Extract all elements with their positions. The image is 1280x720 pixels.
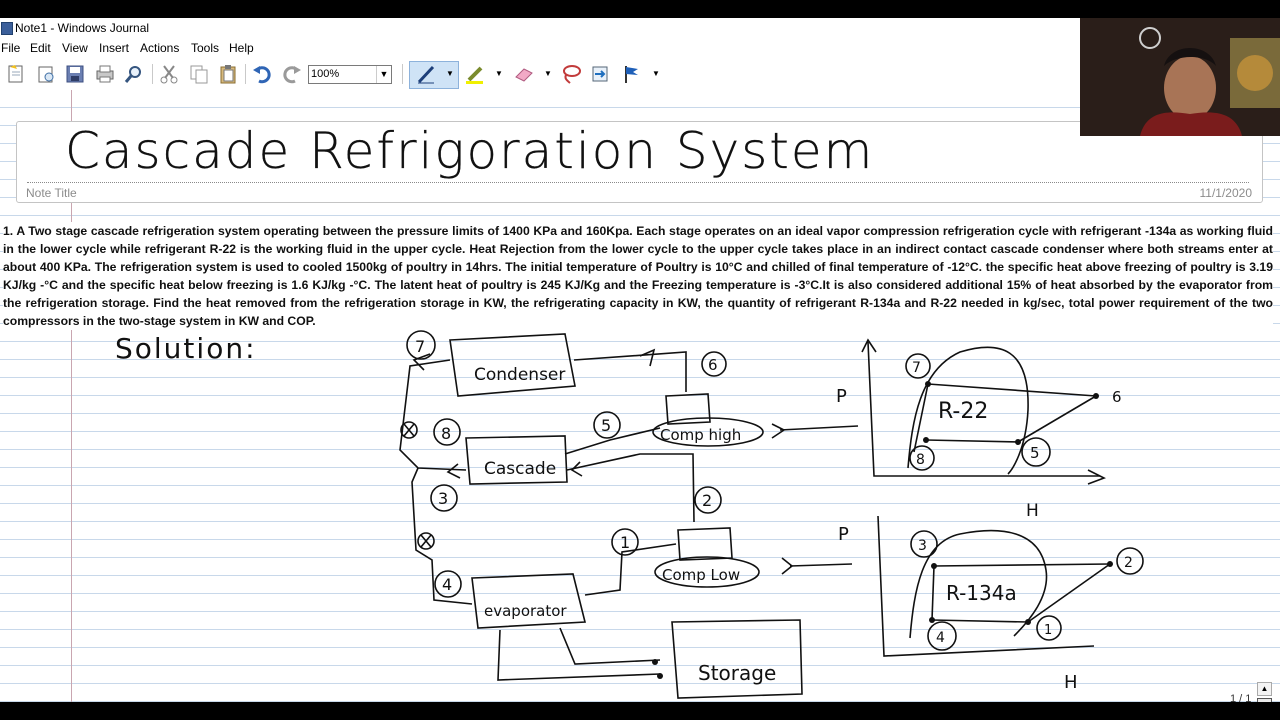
print-icon[interactable] <box>94 63 116 85</box>
webcam-overlay <box>1080 18 1280 136</box>
r134a-label: R-134a <box>946 581 1017 605</box>
ph-upper-point-7: 7 <box>912 360 921 376</box>
state-4: 4 <box>442 575 452 594</box>
menu-tools[interactable]: Tools <box>191 41 220 55</box>
ph-lower-point-2: 2 <box>1124 555 1133 571</box>
state-7: 7 <box>415 337 425 356</box>
ph-lower-point-3: 3 <box>918 538 927 554</box>
journal-page[interactable]: Cascade Refrigoration System Note Title … <box>0 90 1280 702</box>
state-8: 8 <box>441 424 451 443</box>
find-icon[interactable] <box>123 63 145 85</box>
p-label-lower: P <box>838 524 849 545</box>
save-icon[interactable] <box>64 63 86 85</box>
highlighter-dropdown-icon[interactable]: ▼ <box>495 69 503 78</box>
new-note-icon[interactable] <box>5 63 27 85</box>
redo-icon[interactable] <box>281 63 303 85</box>
problem-statement: 1. A Two stage cascade refrigeration sys… <box>3 222 1273 330</box>
handwritten-diagram: Condenser Cascade evaporator Storage Com… <box>399 330 1144 699</box>
window-title: Note1 - Windows Journal <box>15 21 150 35</box>
eraser-dropdown-icon[interactable]: ▼ <box>544 69 552 78</box>
menu-insert[interactable]: Insert <box>99 41 130 55</box>
toolbar: 100% ▼ ▼ ▼ ▼ ▼ <box>0 58 1080 91</box>
insert-space-icon[interactable] <box>589 63 611 85</box>
menu-bar: File Edit View Insert Actions Tools Help <box>0 38 1280 58</box>
page-margin-line <box>71 90 72 702</box>
cascade-label: Cascade <box>484 459 556 479</box>
journal-app-icon <box>1 22 13 35</box>
pen-tool-active[interactable] <box>409 61 459 89</box>
state-1: 1 <box>620 533 630 552</box>
cut-icon[interactable] <box>158 63 180 85</box>
ph-upper-point-6: 6 <box>1112 388 1122 406</box>
menu-help[interactable]: Help <box>229 41 254 55</box>
lasso-icon[interactable] <box>560 63 582 85</box>
copy-icon[interactable] <box>188 63 210 85</box>
state-3: 3 <box>438 489 448 508</box>
state-2: 2 <box>702 491 712 510</box>
p-label-upper: P <box>836 386 847 407</box>
storage-label: Storage <box>698 661 776 685</box>
flag-icon[interactable] <box>621 63 643 85</box>
state-6: 6 <box>708 356 718 374</box>
title-bar: Note1 - Windows Journal <box>0 18 1280 38</box>
ph-upper-point-5: 5 <box>1030 444 1040 462</box>
flag-dropdown-icon[interactable]: ▼ <box>652 69 660 78</box>
menu-edit[interactable]: Edit <box>30 41 51 55</box>
comp-low-label: Comp Low <box>662 566 740 584</box>
note-title-area[interactable]: Cascade Refrigoration System Note Title … <box>16 121 1263 203</box>
zoom-value: 100% <box>311 68 340 80</box>
comp-high-label: Comp high <box>660 426 741 444</box>
r22-label: R-22 <box>938 399 988 424</box>
pen-dropdown-icon[interactable]: ▼ <box>446 69 454 78</box>
note-date: 11/1/2020 <box>1199 186 1253 200</box>
handwritten-title: Cascade Refrigoration System <box>65 122 875 180</box>
journal-window: Note1 - Windows Journal File Edit View I… <box>0 18 1280 702</box>
paste-icon[interactable] <box>217 63 239 85</box>
lower-h-label: H <box>1064 672 1078 693</box>
menu-view[interactable]: View <box>62 41 88 55</box>
ph-lower-point-4: 4 <box>936 630 945 646</box>
menu-actions[interactable]: Actions <box>140 41 180 55</box>
highlighter-icon[interactable] <box>464 63 486 85</box>
open-icon[interactable] <box>35 63 57 85</box>
zoom-select[interactable]: 100% ▼ <box>308 65 392 84</box>
pen-icon[interactable] <box>415 63 437 85</box>
menu-file[interactable]: File <box>1 41 21 55</box>
page-down-icon[interactable]: ▼ <box>1257 698 1272 702</box>
ph-upper-point-8: 8 <box>916 452 925 468</box>
page-up-icon[interactable]: ▲ <box>1257 682 1272 696</box>
condenser-label: Condenser <box>474 365 565 385</box>
ph-lower-point-1: 1 <box>1044 623 1052 638</box>
solution-label: Solution: <box>115 332 257 365</box>
chevron-down-icon[interactable]: ▼ <box>376 66 391 83</box>
state-5: 5 <box>601 416 611 435</box>
eraser-icon[interactable] <box>513 63 535 85</box>
page-indicator: 1 / 1 <box>1230 693 1252 702</box>
upper-h-label: H <box>1026 501 1039 521</box>
evaporator-label: evaporator <box>484 602 567 620</box>
undo-icon[interactable] <box>251 63 273 85</box>
note-title-label: Note Title <box>26 186 77 200</box>
